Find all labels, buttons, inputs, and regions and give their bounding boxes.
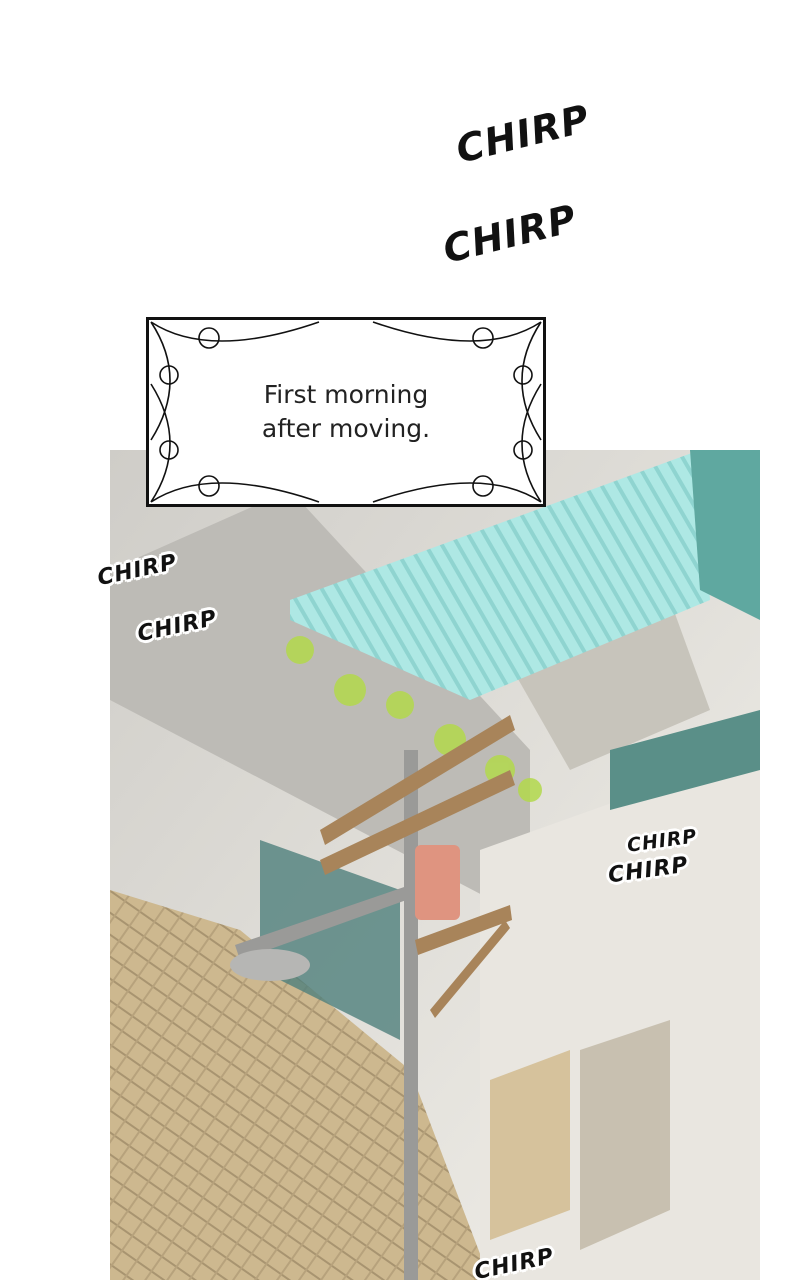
narration-caption-box: First morning after moving.	[146, 317, 546, 507]
caption-line-2: after moving.	[261, 414, 431, 443]
caption-line-1: First morning	[263, 380, 429, 409]
rooftop-scene	[110, 450, 760, 1280]
caption-text: First morning after moving.	[149, 378, 543, 446]
street-illustration	[110, 450, 760, 1280]
ornamental-border-icon	[150, 321, 542, 503]
sfx-chirp-top-2: CHIRP	[438, 196, 582, 272]
sfx-chirp-top-1: CHIRP	[451, 96, 595, 172]
